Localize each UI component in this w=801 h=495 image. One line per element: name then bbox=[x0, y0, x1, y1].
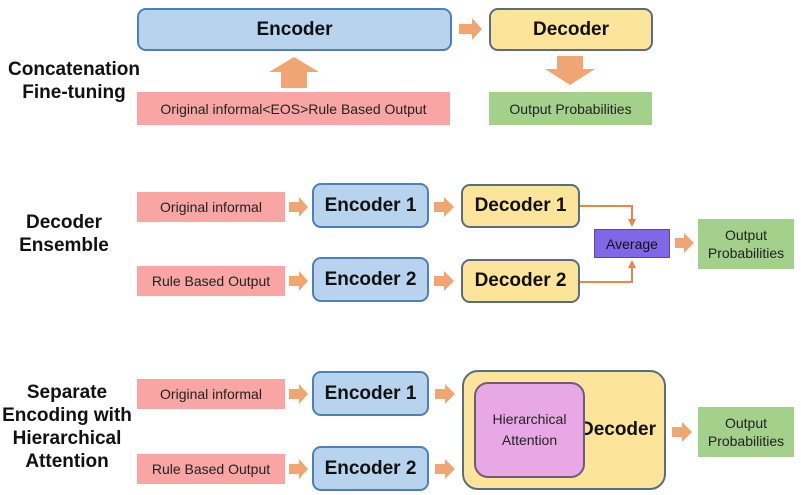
ensemble-decoder1-label: Decoder 1 bbox=[474, 195, 567, 216]
hier-title-line3: Hierarchical bbox=[12, 428, 122, 449]
hier-encoder2-box: Encoder 2 bbox=[312, 446, 429, 491]
decoder1-to-average-connector bbox=[580, 205, 636, 227]
hier-enc1-decoder-arrow bbox=[435, 384, 455, 404]
ensemble-input1-box: Original informal bbox=[137, 192, 285, 222]
ensemble-decoder2-label: Decoder 2 bbox=[474, 270, 567, 291]
ensemble-output-line2: Probabilities bbox=[707, 245, 785, 261]
hier-title-line1: Separate bbox=[26, 382, 108, 403]
ensemble-title-line1: Decoder bbox=[25, 212, 103, 233]
concat-input-label: Original informal<EOS>Rule Based Output bbox=[160, 100, 427, 117]
hier-input1-arrow bbox=[289, 384, 308, 404]
ensemble-input1-arrow bbox=[289, 197, 308, 217]
hier-input1-label: Original informal bbox=[160, 386, 262, 402]
decoder2-to-average-connector bbox=[580, 260, 636, 283]
hier-encoder1-label: Encoder 1 bbox=[324, 382, 417, 404]
concat-input-box: Original informal<EOS>Rule Based Output bbox=[137, 92, 450, 125]
ensemble-encoder1-label: Encoder 1 bbox=[324, 194, 417, 216]
concat-encoder-to-decoder-arrow bbox=[459, 18, 482, 40]
concat-decoder-label: Decoder bbox=[532, 18, 610, 40]
ensemble-input1-label: Original informal bbox=[160, 199, 262, 215]
hier-output-box: Output Probabilities bbox=[698, 407, 794, 457]
hier-encoder2-label: Encoder 2 bbox=[324, 457, 417, 479]
ensemble-output-line1: Output bbox=[724, 227, 767, 243]
hier-section-title: Separate Encoding with Hierarchical Atte… bbox=[0, 381, 134, 473]
hier-enc2-decoder-arrow bbox=[435, 459, 455, 479]
hier-input1-box: Original informal bbox=[137, 379, 285, 409]
concat-section-title: Concatenation Fine-tuning bbox=[0, 58, 148, 104]
ensemble-average-box: Average bbox=[594, 229, 670, 258]
concat-encoder-box: Encoder bbox=[137, 8, 452, 51]
ensemble-average-output-arrow bbox=[675, 233, 694, 253]
ensemble-enc1-dec1-arrow bbox=[434, 197, 454, 217]
concat-decoder-box: Decoder bbox=[489, 8, 653, 51]
concat-title-line1: Concatenation bbox=[8, 59, 140, 80]
hier-title-line2: Encoding with bbox=[2, 405, 132, 426]
concat-input-up-arrow bbox=[269, 57, 319, 88]
hier-output-line2: Probabilities bbox=[707, 433, 785, 449]
ensemble-section-title: Decoder Ensemble bbox=[0, 211, 128, 257]
ensemble-decoder1-box: Decoder 1 bbox=[461, 184, 580, 228]
concat-title-line2: Fine-tuning bbox=[22, 82, 126, 103]
ensemble-title-line2: Ensemble bbox=[19, 235, 109, 256]
hier-attention-line1: Hierarchical bbox=[492, 411, 567, 427]
ensemble-encoder2-box: Encoder 2 bbox=[312, 257, 429, 302]
hier-decoder-output-arrow bbox=[672, 422, 692, 442]
hier-input2-arrow bbox=[289, 459, 308, 479]
hier-output-line1: Output bbox=[724, 415, 767, 431]
hier-input2-label: Rule Based Output bbox=[151, 461, 271, 477]
concat-encoder-label: Encoder bbox=[256, 18, 333, 40]
hier-attention-line2: Attention bbox=[501, 432, 558, 448]
hier-title-line4: Attention bbox=[25, 451, 109, 472]
ensemble-enc2-dec2-arrow bbox=[434, 271, 454, 291]
ensemble-decoder2-box: Decoder 2 bbox=[461, 259, 580, 303]
concat-decoder-down-arrow bbox=[545, 56, 595, 85]
concat-output-box: Output Probabilities bbox=[489, 92, 652, 125]
ensemble-input2-arrow bbox=[289, 271, 308, 291]
hier-input2-box: Rule Based Output bbox=[137, 454, 285, 484]
hier-encoder1-box: Encoder 1 bbox=[312, 371, 429, 416]
ensemble-input2-box: Rule Based Output bbox=[137, 266, 285, 296]
ensemble-output-box: Output Probabilities bbox=[698, 219, 794, 269]
concat-output-label: Output Probabilities bbox=[509, 100, 632, 117]
hier-decoder-label: Decoder bbox=[579, 419, 656, 440]
ensemble-average-label: Average bbox=[606, 235, 658, 252]
ensemble-encoder2-label: Encoder 2 bbox=[324, 268, 417, 290]
ensemble-encoder1-box: Encoder 1 bbox=[312, 183, 429, 228]
ensemble-input2-label: Rule Based Output bbox=[151, 273, 271, 289]
hier-attention-box: Hierarchical Attention bbox=[474, 382, 585, 478]
